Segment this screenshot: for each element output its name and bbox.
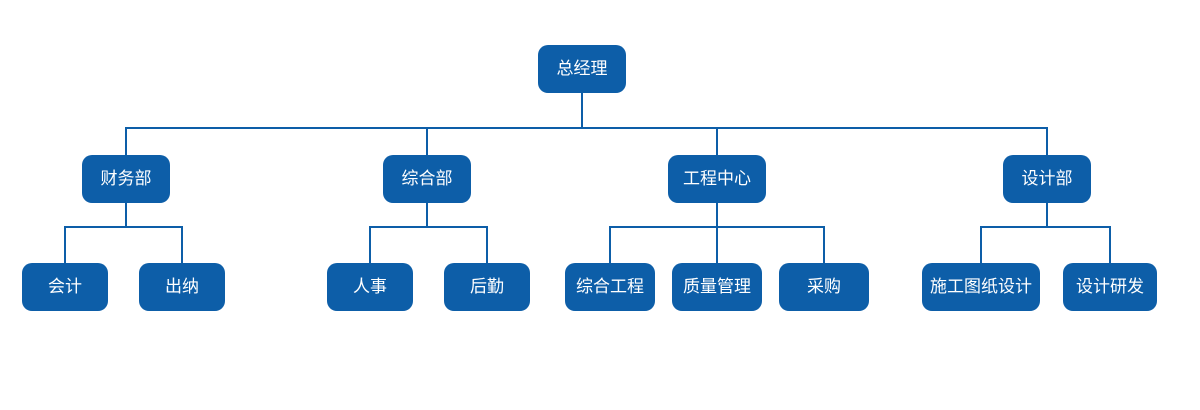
connector-general-engineering-drop [609, 227, 611, 263]
node-general-dept: 综合部 [383, 155, 471, 203]
node-general-manager: 总经理 [538, 45, 626, 93]
node-logistics: 后勤 [444, 263, 530, 311]
connector-general-out [426, 203, 428, 227]
connector-finance-in [125, 128, 127, 155]
connector-finance-bus [64, 226, 183, 228]
connector-design-rd-drop [1109, 227, 1111, 263]
node-accounting: 会计 [22, 263, 108, 311]
connector-general-in [426, 128, 428, 155]
connector-design-out [1046, 203, 1048, 227]
node-construction-drawing-design: 施工图纸设计 [922, 263, 1040, 311]
connector-design-in [1046, 128, 1048, 155]
node-general-engineering: 综合工程 [565, 263, 655, 311]
connector-general-bus [369, 226, 488, 228]
connector-root-drop [581, 93, 583, 129]
connector-cashier-drop [181, 227, 183, 263]
connector-design-bus [980, 226, 1111, 228]
connector-hr-drop [369, 227, 371, 263]
node-engineering-center: 工程中心 [668, 155, 766, 203]
node-design-dept: 设计部 [1003, 155, 1091, 203]
connector-level1-bus [125, 127, 1048, 129]
node-quality-management: 质量管理 [672, 263, 762, 311]
node-cashier: 出纳 [139, 263, 225, 311]
connector-logistics-drop [486, 227, 488, 263]
connector-construction-drawing-drop [980, 227, 982, 263]
node-finance-dept: 财务部 [82, 155, 170, 203]
connector-procurement-drop [823, 227, 825, 263]
connector-engineering-out [716, 203, 718, 227]
connector-accounting-drop [64, 227, 66, 263]
connector-quality-management-drop [716, 227, 718, 263]
node-procurement: 采购 [779, 263, 869, 311]
node-design-rd: 设计研发 [1063, 263, 1157, 311]
connector-engineering-in [716, 128, 718, 155]
node-hr: 人事 [327, 263, 413, 311]
connector-finance-out [125, 203, 127, 227]
